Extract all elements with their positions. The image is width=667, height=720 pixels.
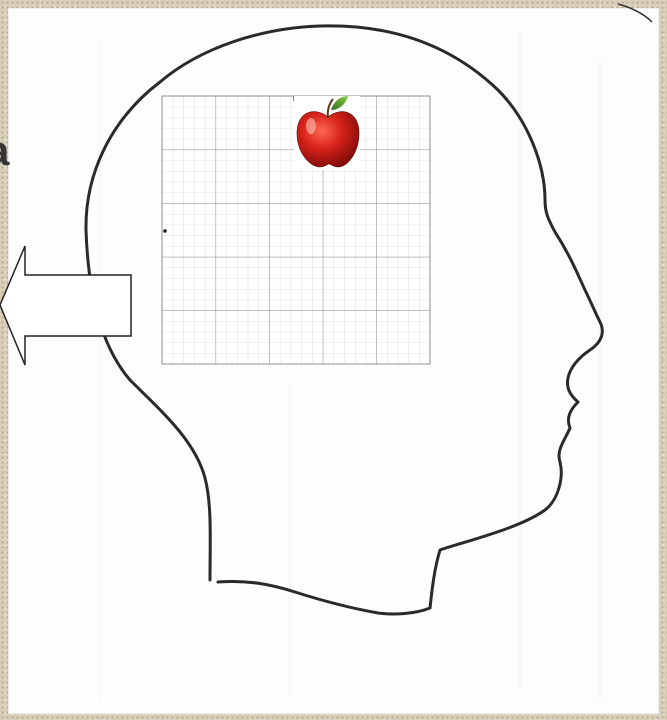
corner-curve — [618, 4, 652, 22]
left-arrow-icon — [0, 246, 131, 365]
apple-icon — [294, 96, 360, 170]
